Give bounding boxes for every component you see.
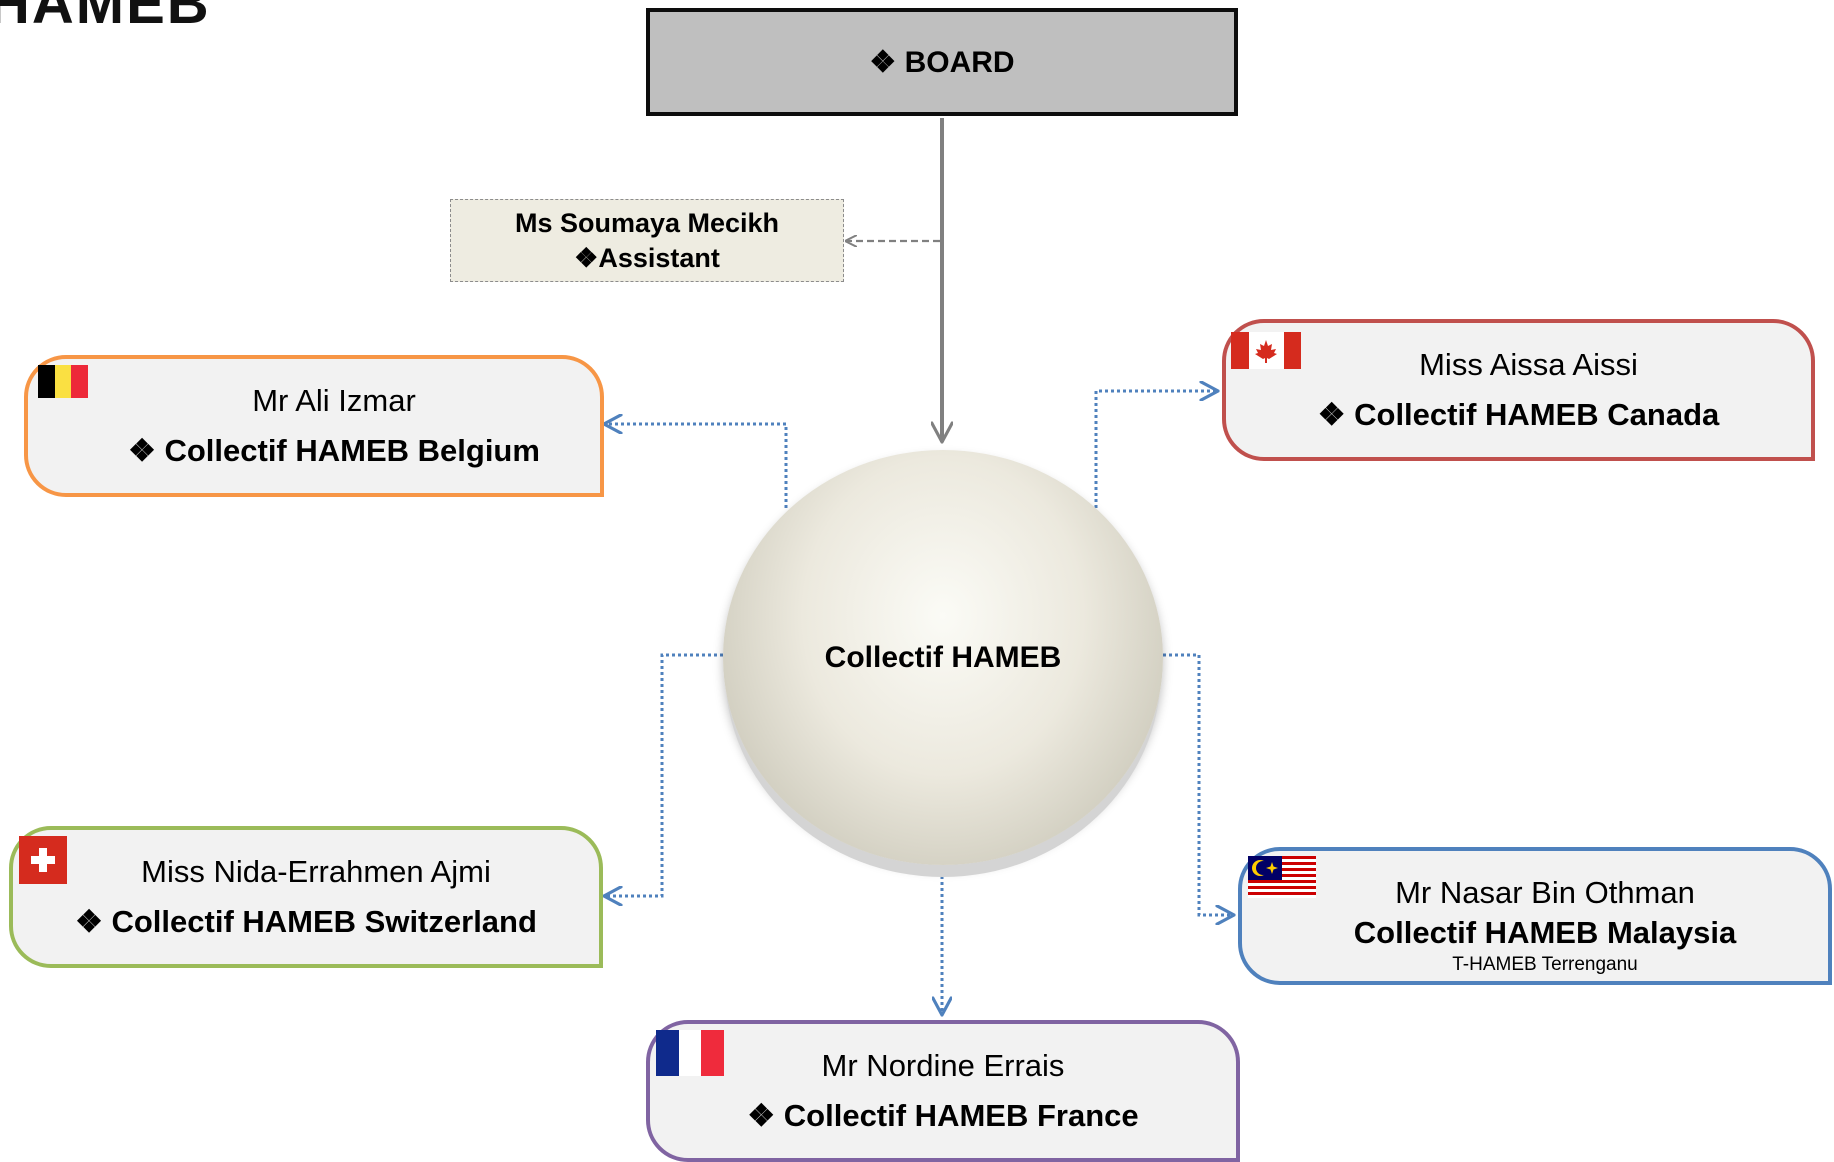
branch-person-switzerland: Miss Nida-Errahmen Ajmi: [141, 854, 491, 889]
branch-card-switzerland: Miss Nida-Errahmen Ajmi ❖ Collectif HAME…: [9, 826, 603, 968]
branch-person-canada: Miss Aissa Aissi: [1419, 347, 1638, 382]
branch-person-malaysia: Mr Nasar Bin Othman: [1395, 875, 1695, 910]
connector-malaysia: [1163, 653, 1234, 915]
branch-card-france: Mr Nordine Errais ❖ Collectif HAMEB Fran…: [646, 1020, 1240, 1162]
branch-card-malaysia: Mr Nasar Bin Othman Collectif HAMEB Mala…: [1238, 847, 1832, 985]
branch-org-canada: ❖ Collectif HAMEB Canada: [1317, 397, 1720, 432]
malaysia-flag-icon: [1248, 856, 1316, 898]
branch-card-belgium: Mr Ali Izmar ❖ Collectif HAMEB Belgium: [24, 355, 604, 497]
board-box: ❖ BOARD: [646, 8, 1238, 116]
branch-org-switzerland: ❖ Collectif HAMEB Switzerland: [75, 904, 537, 939]
connector-switzerland: [604, 653, 723, 896]
branch-org-belgium: ❖ Collectif HAMEB Belgium: [128, 433, 540, 468]
board-label: ❖ BOARD: [869, 45, 1015, 79]
france-flag-icon: [656, 1030, 724, 1076]
assistant-box: Ms Soumaya Mecikh ❖Assistant: [450, 199, 844, 282]
branch-person-belgium: Mr Ali Izmar: [252, 383, 416, 418]
belgium-flag-icon: [38, 365, 88, 398]
canada-flag-icon: [1231, 332, 1301, 369]
branch-org-france: ❖ Collectif HAMEB France: [747, 1098, 1139, 1133]
branch-person-france: Mr Nordine Errais: [821, 1048, 1065, 1083]
branch-sub-malaysia: T-HAMEB Terrenganu: [1452, 954, 1638, 975]
assistant-name: Ms Soumaya Mecikh: [514, 207, 780, 238]
connector-canada: [1094, 391, 1218, 508]
hub-label: Collectif HAMEB: [824, 640, 1062, 674]
switzerland-flag-icon: [19, 836, 67, 884]
hub-circle: Collectif HAMEB: [723, 450, 1163, 865]
branch-card-canada: Miss Aissa Aissi ❖ Collectif HAMEB Canad…: [1222, 319, 1815, 461]
assistant-role: ❖Assistant: [574, 242, 720, 273]
connector-belgium: [604, 424, 788, 508]
hameb-logo: HAMEB: [0, 0, 211, 36]
branch-org-malaysia: Collectif HAMEB Malaysia: [1353, 915, 1737, 950]
